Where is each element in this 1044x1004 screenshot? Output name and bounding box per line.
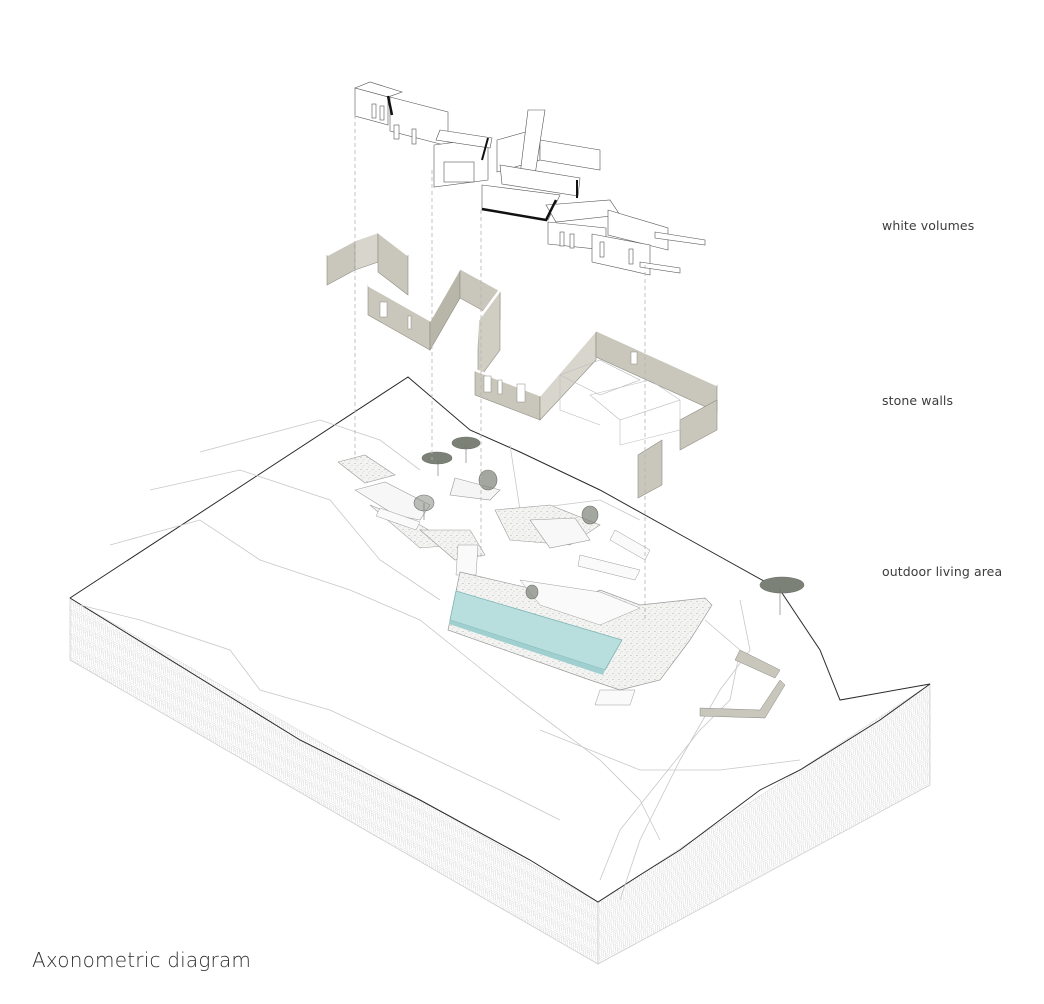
tree-icon — [759, 576, 805, 615]
diagram-title: Axonometric diagram — [32, 948, 252, 972]
tree-icon — [478, 469, 498, 491]
label-outdoor-living-area: outdoor living area — [882, 564, 1003, 579]
tree-icon — [581, 505, 599, 525]
tree-icon — [451, 436, 481, 463]
white-volumes-layer — [354, 81, 706, 276]
tree-icon — [413, 494, 435, 520]
projection-lines — [354, 115, 646, 620]
tree-icon — [525, 584, 539, 600]
outdoor-living-area-layer — [337, 436, 805, 719]
stone-walls-layer — [326, 230, 718, 499]
label-stone-walls: stone walls — [882, 393, 954, 408]
tree-icon — [421, 451, 453, 476]
terrain-block — [69, 376, 931, 965]
label-white-volumes: white volumes — [882, 218, 975, 233]
tree-icons — [413, 436, 805, 615]
